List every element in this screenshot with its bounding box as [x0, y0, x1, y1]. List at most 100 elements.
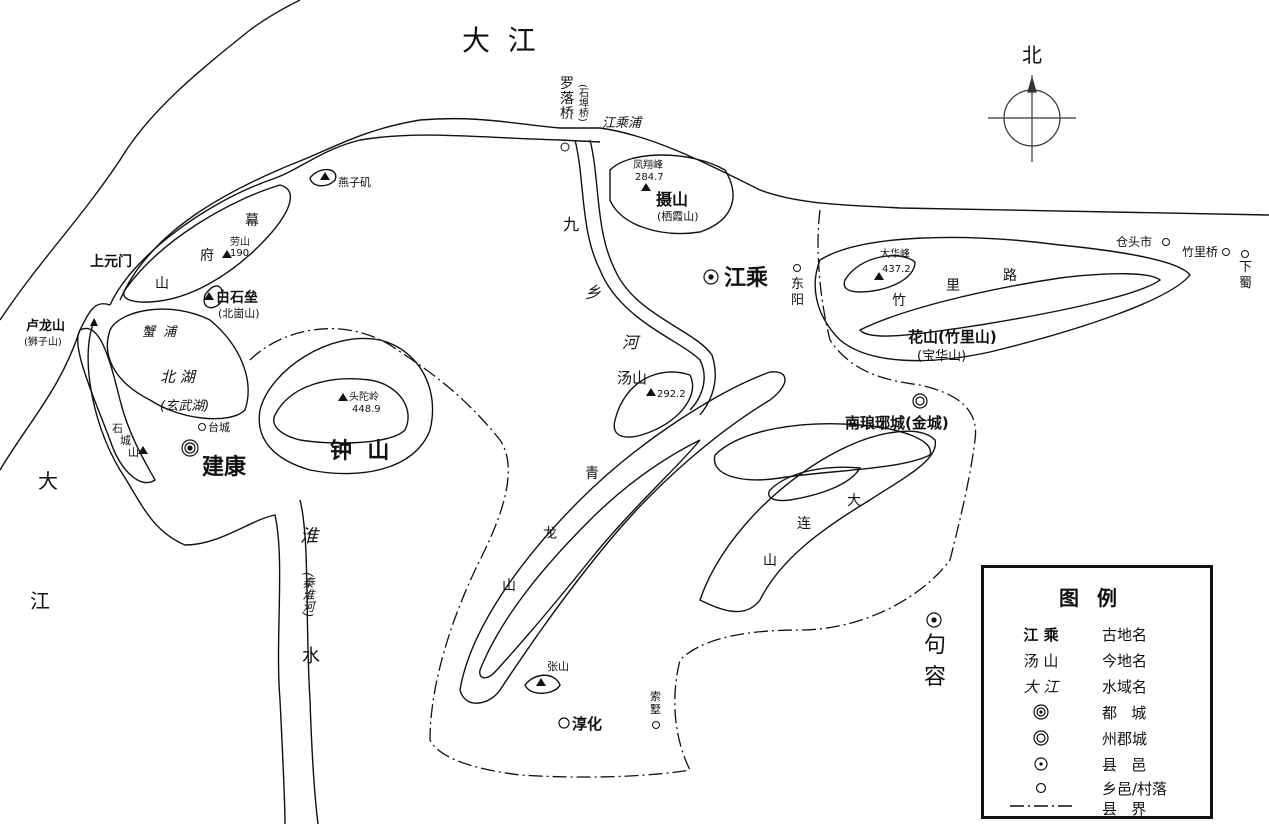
village-symbol-icon [1035, 782, 1047, 794]
legend-label: 州郡城 [1102, 730, 1148, 748]
huai-label-1: 淮 [300, 526, 320, 547]
lulongshan-peak-icon [90, 318, 98, 326]
tangshan-peak-icon [646, 388, 656, 396]
yanziji-outline [309, 168, 337, 187]
shichengshan-peak-icon [138, 446, 148, 454]
river-bank-west-2 [87, 319, 286, 824]
qinglong-ridge-inner [479, 439, 701, 679]
shicheng-mountain-outline [77, 327, 156, 484]
yanziji-label: 燕子矶 [338, 176, 371, 189]
north-label: 北 [1022, 43, 1042, 67]
dajiang-top-label: 大 江 [462, 24, 536, 57]
river-bank-outer [0, 0, 301, 321]
dongyang-label-1: 东 [791, 277, 804, 292]
zhuliqiao-village-symbol [1222, 248, 1230, 256]
zhangshan-outline [524, 674, 561, 694]
legend-symbol-modern-name: 汤 山 [1023, 652, 1059, 670]
shangyuanmen-label: 上元门 [90, 253, 132, 270]
toutuoling-peak-icon [338, 393, 348, 401]
jurong-county-symbol [926, 612, 942, 628]
river-bank-inner [109, 134, 601, 306]
zhuliqiao-label: 竹里桥 [1182, 245, 1218, 259]
fengxiangfeng-label: 凤翔峰 [633, 158, 663, 171]
jurong-label-2: 容 [924, 665, 946, 690]
beihu-label: 北 湖 [160, 368, 197, 386]
jiangcheng-label: 江乘 [724, 266, 768, 291]
tangshan-outline [613, 371, 694, 438]
luoluoqiao-label-3: 桥 [560, 106, 574, 122]
fengxiangfeng-elevation: 284.7 [635, 172, 664, 183]
jiuxianghe-label-2: 乡 [585, 283, 601, 302]
jurong-label-1: 句 [924, 633, 946, 658]
legend-row-county: 县 邑 [984, 754, 1210, 778]
chunhua-label: 淳化 [572, 715, 602, 733]
dalian-ridge-middle [768, 466, 862, 502]
legend-label: 乡邑/村落 [1102, 780, 1168, 798]
nanlangya-prefecture-symbol [912, 393, 928, 409]
legend-row-ancient-name: 江 乘 古地名 [984, 624, 1210, 648]
mufu-mountain-outline [123, 184, 291, 303]
dalianshan-label-2: 连 [797, 516, 811, 532]
dongyang-label-2: 阳 [791, 293, 804, 308]
sheshan-modern-label: (栖霞山) [657, 209, 699, 223]
baishilei-modern-label: (北崮山) [218, 307, 260, 320]
legend-row-county-border: 县 界 [984, 798, 1210, 822]
river-bank-west [0, 303, 111, 471]
legend-row-modern-name: 汤 山 今地名 [984, 650, 1210, 674]
legend-label: 都 城 [1102, 704, 1147, 722]
mufushan-label-2: 府 [200, 248, 214, 264]
beihu-modern-label: (玄武湖) [160, 399, 209, 414]
shichengshan-label-2: 城 [120, 434, 131, 447]
xiepu-label: 蟹 浦 [142, 325, 178, 340]
chunhua-village-symbol [558, 717, 570, 729]
qinglongshan-label-1: 青 [585, 466, 599, 482]
dalianshan-label-1: 大 [847, 493, 861, 509]
mufushan-label-3: 山 [155, 276, 169, 292]
lulongshan-modern-label: (狮子山) [24, 335, 62, 348]
legend-symbol-ancient-name: 江 乘 [1023, 626, 1059, 644]
huashan-modern-label: (宝华山) [917, 349, 966, 364]
county-border-symbol-icon [1010, 805, 1072, 807]
legend-label: 县 界 [1102, 800, 1147, 818]
qinglongshan-label-3: 山 [502, 578, 516, 594]
xiashu-label-2: 蜀 [1239, 276, 1252, 291]
legend-row-capital: 都 城 [984, 702, 1210, 726]
jiangcheng-county-symbol [703, 269, 719, 285]
suobi-label-1: 索 [650, 689, 661, 703]
prefecture-symbol-icon [1033, 730, 1049, 746]
map-legend: 图例 江 乘 古地名 汤 山 今地名 大 江 水域名 都 城 州郡城 县 邑 [981, 565, 1213, 819]
jiuxiang-river-west [574, 139, 705, 411]
zhulilu-label-3: 路 [1003, 268, 1017, 284]
zhongshan-inner [273, 378, 409, 444]
xiashu-label-1: 下 [1239, 260, 1252, 275]
nanlangya-label: 南琅琊城(金城) [845, 414, 949, 432]
luoluoqiao-label-2: 落 [560, 91, 574, 107]
dahuafeng-label: 大华峰 [880, 247, 910, 260]
qinglong-ridge-outer [459, 371, 786, 704]
dalianshan-label-3: 山 [763, 553, 777, 569]
huashan-label: 花山(竹里山) [908, 328, 997, 346]
huai-label-2: 水 [302, 646, 320, 667]
zhongshan-outline [258, 337, 434, 475]
luoluoqiao-label-1: 罗 [560, 76, 574, 92]
river-bank-north [119, 117, 1269, 301]
mufushan-label-1: 幕 [245, 213, 259, 229]
capital-symbol-icon [1033, 704, 1049, 720]
suobi-label-2: 墅 [650, 703, 661, 716]
dahuafeng-elevation: 437.2 [882, 264, 911, 275]
laoshan-elevation: 190 [230, 248, 249, 259]
legend-label: 县 邑 [1102, 756, 1147, 774]
county-border-west [249, 327, 691, 778]
luoluoqiao-modern-label: (石埠桥) [577, 84, 589, 122]
legend-title: 图例 [1059, 586, 1135, 610]
county-border-east [674, 209, 977, 771]
toutuoling-elevation: 448.9 [352, 404, 381, 415]
beihu-lake-outline [106, 308, 249, 420]
legend-row-prefecture: 州郡城 [984, 728, 1210, 752]
laoshan-label: 劳山 [230, 235, 250, 248]
jiankang-label: 建康 [202, 454, 247, 480]
shichengshan-label-1: 石 [112, 422, 123, 435]
zhangshan-peak-icon [536, 678, 546, 686]
compass-rose [988, 75, 1076, 162]
